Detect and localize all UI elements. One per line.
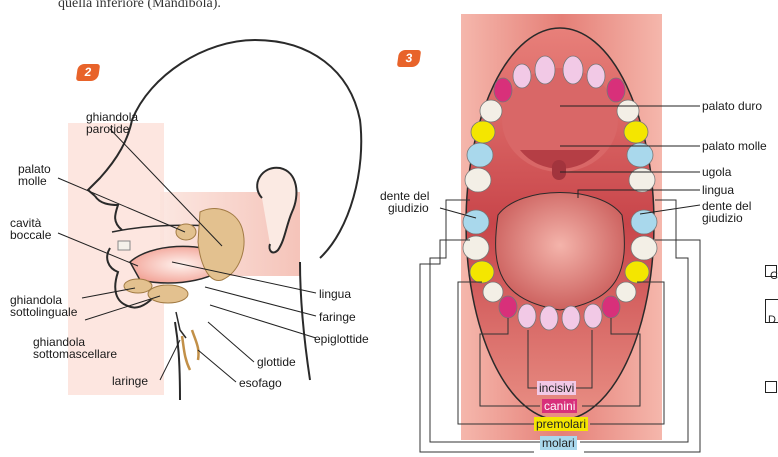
key-incisivi: incisivi <box>537 381 576 395</box>
side-box-1-fragment: C <box>770 270 778 282</box>
uvula <box>552 160 566 180</box>
label-palato-duro: palato duro <box>702 100 762 112</box>
key-canini: canini <box>542 399 577 413</box>
side-box-2-letter: D <box>768 314 776 326</box>
key-molari: molari <box>540 436 577 450</box>
key-premolari: premolari <box>534 417 588 431</box>
label-lingua-fig3: lingua <box>702 184 734 196</box>
tongue-fig3 <box>496 193 625 311</box>
label-dente-del-giudizio-left-2: giudizio <box>388 202 429 214</box>
side-box-3 <box>765 381 777 393</box>
label-palato-molle-fig3: palato molle <box>702 140 767 152</box>
label-dente-del-giudizio-right-2: giudizio <box>702 212 743 224</box>
label-ugola: ugola <box>702 166 731 178</box>
